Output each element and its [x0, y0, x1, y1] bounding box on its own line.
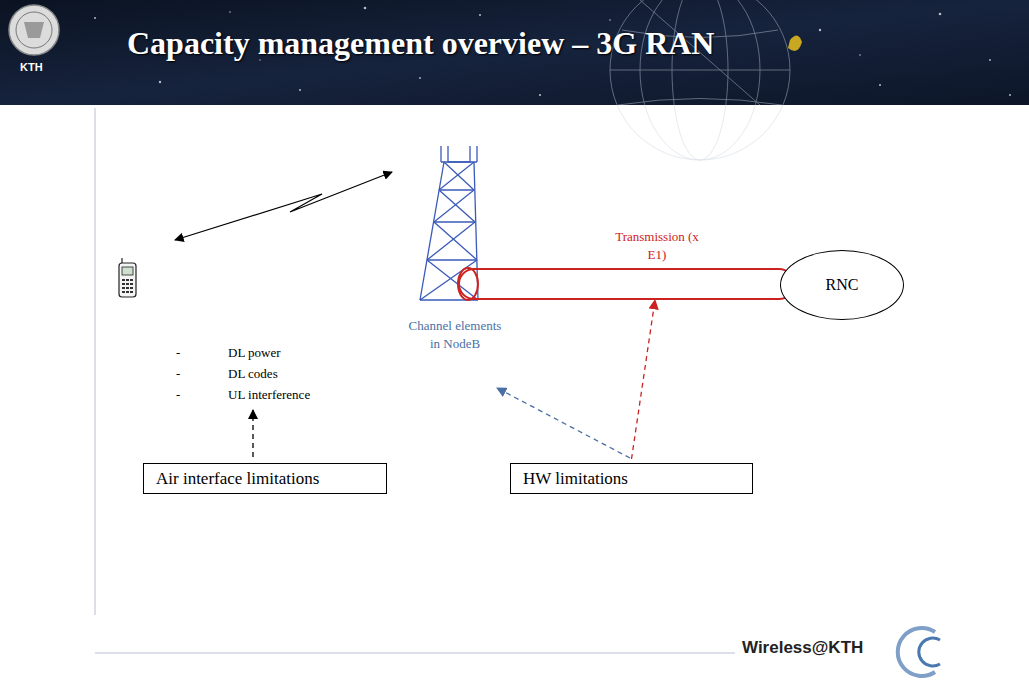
footer-logo: [898, 628, 940, 676]
stars: [94, 7, 1011, 96]
component-label: Channel elements in NodeB: [403, 317, 507, 352]
footer-logo-text: Wireless@KTH: [742, 637, 863, 660]
node-label: RNC: [826, 276, 859, 294]
header-band: [0, 0, 1029, 105]
leader-line: [252, 410, 253, 457]
nodeb-tower: [420, 146, 478, 300]
pipe-label: Transmission (x E1): [612, 228, 702, 263]
leader-line: [497, 388, 630, 458]
frame-line: [95, 653, 735, 654]
header-ornament: [788, 35, 802, 50]
node-label: HW limitations: [521, 469, 742, 489]
kth-logo: [9, 5, 59, 55]
transmission-pipe: Transmission (x E1): [458, 268, 795, 300]
globe-grid: [610, 0, 790, 160]
radio-link: [175, 172, 392, 240]
list-dash: -: [176, 365, 180, 383]
node-label: Air interface limitations: [154, 469, 376, 489]
limitation-item: DL codes: [228, 365, 278, 383]
dashed-connector: [632, 300, 656, 459]
pipe-end: [458, 268, 478, 300]
limitation-box: HW limitations: [510, 463, 753, 494]
limitation-item: UL interference: [228, 386, 310, 404]
limitation-box: Air interface limitations: [143, 463, 387, 494]
slide-title: Capacity management overview – 3G RAN: [127, 22, 714, 65]
list-dash: -: [176, 386, 180, 404]
logo-text: KTH: [20, 60, 43, 75]
list-dash: -: [176, 344, 180, 362]
rnc-ellipse: RNC: [780, 250, 904, 320]
frame-line: [95, 108, 96, 615]
mobile-phone: [119, 258, 136, 297]
limitation-item: DL power: [228, 344, 281, 362]
